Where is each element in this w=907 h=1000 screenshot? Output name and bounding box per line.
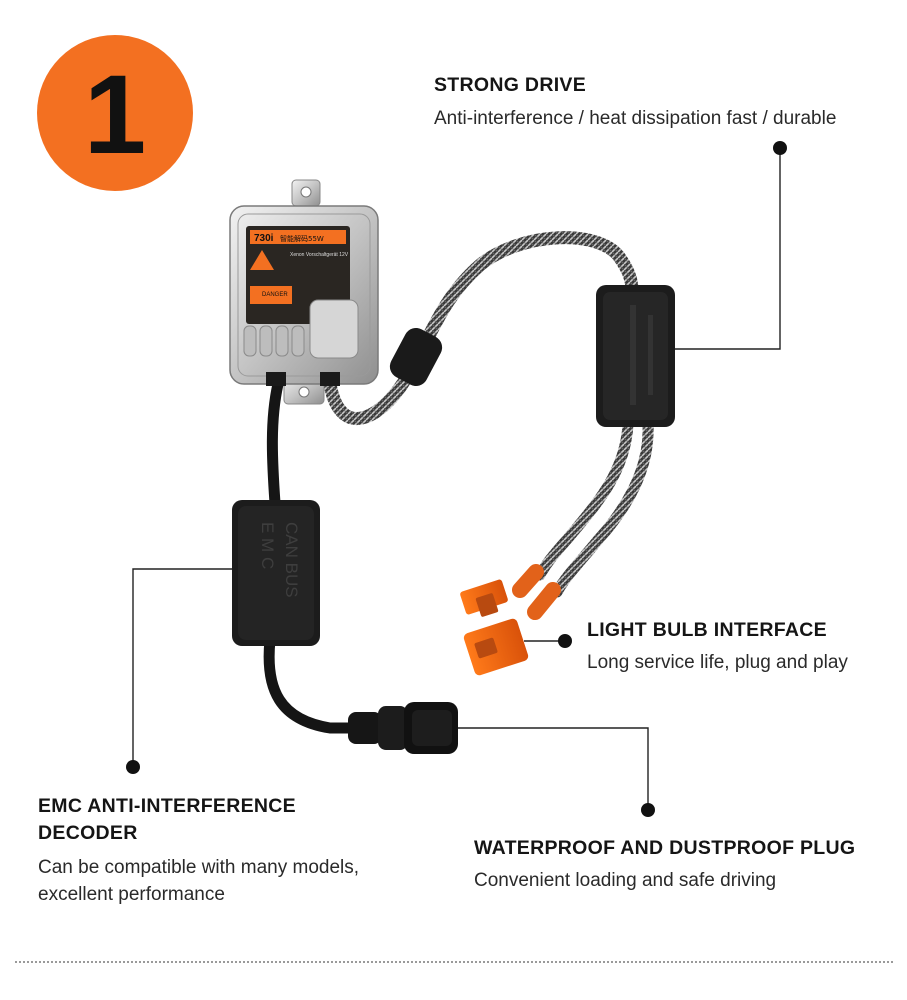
emc-desc-line1: Can be compatible with many models, [38,857,360,878]
ballast-danger-label: DANGER [262,292,288,298]
emc-decoder-box: CAN BUS E M C [232,500,320,646]
ballast-spec-label: Xenon Vorschaltgerät 12V [290,252,349,258]
waterproof-plug-title: WATERPROOF AND DUSTPROOF PLUG [474,837,856,859]
decoder-canbus-label: CAN BUS [282,522,301,598]
orange-bulb-connectors [460,564,561,676]
ballast-brand-label: 智能解码55W [280,234,324,243]
emc-dot [126,760,140,774]
waterproof-dot [641,803,655,817]
step-number: 1 [83,52,147,177]
callout-lines [132,148,781,810]
emc-desc-line2: excellent performance [38,883,225,905]
strong-drive-dot [773,141,787,155]
waterproof-leader [455,727,649,810]
emc-title-line2: DECODER [38,822,138,845]
relay-box [596,285,675,427]
emc-decoder-desc: Can be compatible with many models, exce… [38,855,359,908]
waterproof-plug-desc: Convenient loading and safe driving [474,870,777,891]
strong-drive-title: STRONG DRIVE [434,74,587,96]
waterproof-plug [348,702,458,754]
emc-decoder-title: EMC ANTI-INTERFERENCE DECODER [38,793,296,848]
decoder-emc-label: E M C [258,522,277,569]
strong-drive-desc: Anti-interference / heat dissipation fas… [434,108,837,129]
black-cable-lower [263,634,366,734]
bottom-divider [15,961,893,963]
braided-cable-upper [323,231,639,425]
emc-title-line1: EMC ANTI-INTERFERENCE [38,795,296,817]
strong-drive-leader [672,148,781,350]
braided-cable-lower-1 [534,419,634,581]
ferrite-choke [389,328,443,386]
ballast-unit: 730i 智能解码55W Xenon Vorschaltgerät 12V DA… [229,179,379,405]
light-bulb-interface-title: LIGHT BULB INTERFACE [587,619,827,641]
step-number-badge: 1 [37,35,193,191]
braided-cable-lower-2 [551,419,654,598]
bulb-interface-dot [558,634,572,648]
ballast-model-label: 730i [254,233,274,244]
light-bulb-interface-desc: Long service life, plug and play [587,652,848,673]
black-cable-upper [266,378,284,509]
emc-leader [132,568,232,767]
